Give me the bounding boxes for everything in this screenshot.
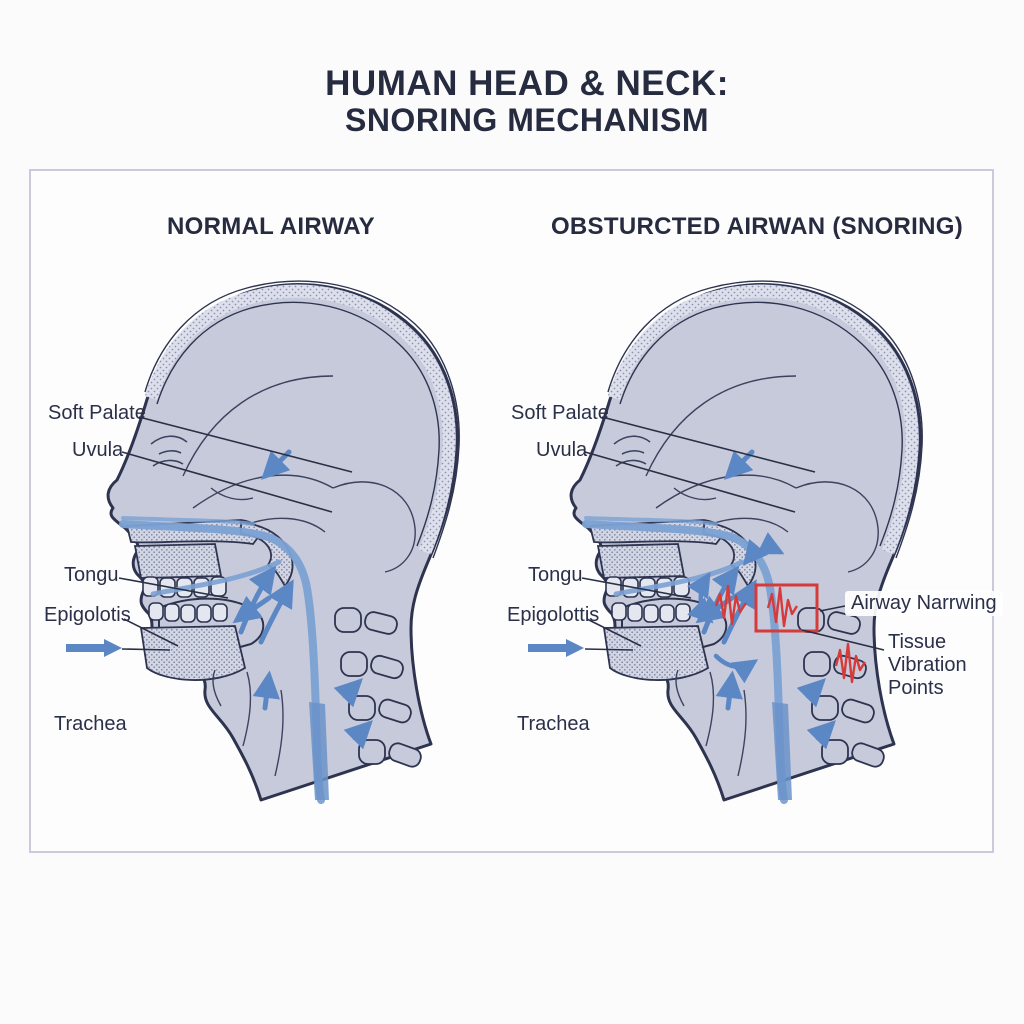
label-uvula-right: Uvula xyxy=(536,439,588,461)
label-tissue-vibration-points: Tissue Vibration Points xyxy=(888,631,967,699)
title-line-2: SNORING MECHANISM xyxy=(344,102,710,139)
head-illustration-obstructed xyxy=(556,276,936,816)
label-trachea-right: Trachea xyxy=(517,713,590,735)
label-soft-palate-left: Soft Palate xyxy=(48,402,146,424)
label-tongue-right: Tongu xyxy=(528,564,583,586)
label-epiglottis-left: Epigolotis xyxy=(44,604,131,626)
title-line-1: HUMAN HEAD & NECK: xyxy=(325,64,729,103)
vibration-wave-icon xyxy=(714,584,867,684)
label-uvula-left: Uvula xyxy=(72,439,124,461)
label-trachea-left: Trachea xyxy=(54,713,127,735)
panel-heading-obstructed-airway: OBSTURCTED AIRWAN (SNORING) xyxy=(550,213,964,240)
label-soft-palate-right: Soft Palate xyxy=(511,402,609,424)
panel-heading-normal-airway: NORMAL AIRWAY xyxy=(167,213,375,240)
label-tongue-left: Tongu xyxy=(64,564,119,586)
label-epiglottis-right: Epigolottis xyxy=(507,604,600,626)
head-illustration-normal xyxy=(93,276,473,816)
label-airway-narrowing: Airway Narrwing xyxy=(845,591,1003,616)
turbulent-airflow-arrows xyxy=(687,532,785,684)
airway-narrowing-box xyxy=(754,583,819,633)
page-title: HUMAN HEAD & NECK: SNORING MECHANISM xyxy=(0,64,1024,139)
